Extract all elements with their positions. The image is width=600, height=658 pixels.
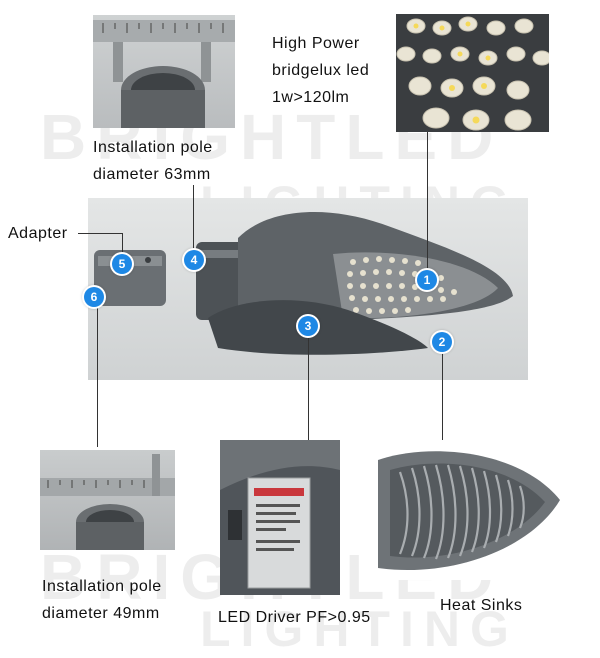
photo-heat-sinks [370, 440, 568, 580]
label-led-line1: High Power [272, 35, 360, 52]
badge-3: 3 [298, 316, 318, 336]
label-pole63-line2: diameter 63mm [93, 166, 211, 183]
label-led-line3: 1w>120lm [272, 89, 350, 106]
leader-line-pole49 [97, 305, 98, 447]
badge-2: 2 [432, 332, 452, 352]
photo-led-array [396, 14, 549, 132]
leader-line-adapter-h [78, 233, 122, 234]
leader-line-pole63 [193, 185, 194, 253]
label-adapter: Adapter [8, 225, 68, 242]
photo-pole-63mm [93, 15, 235, 128]
label-driver: LED Driver PF>0.95 [218, 609, 371, 626]
leader-line-adapter-v [122, 233, 123, 253]
photo-led-driver [220, 440, 340, 595]
photo-pole-49mm [40, 450, 175, 550]
badge-6: 6 [84, 287, 104, 307]
label-heat-sinks: Heat Sinks [440, 597, 523, 614]
label-pole49-line1: Installation pole [42, 578, 162, 595]
label-pole49-line2: diameter 49mm [42, 605, 160, 622]
label-led-line2: bridgelux led [272, 62, 370, 79]
badge-1: 1 [417, 270, 437, 290]
badge-5: 5 [112, 254, 132, 274]
label-pole63-line1: Installation pole [93, 139, 213, 156]
leader-line-heatsink [442, 352, 443, 440]
leader-line-led [427, 132, 428, 272]
leader-line-driver [308, 335, 309, 440]
badge-4: 4 [184, 250, 204, 270]
